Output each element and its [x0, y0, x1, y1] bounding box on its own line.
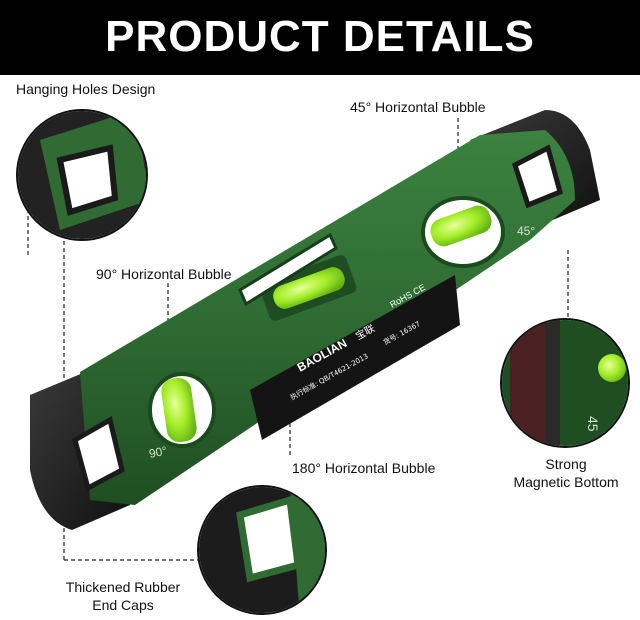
label-magnetic-line1: Strong — [545, 456, 587, 472]
spirit-level — [30, 110, 600, 530]
banner-title: PRODUCT DETAILS — [105, 12, 535, 61]
label-90-bubble: 90° Horizontal Bubble — [96, 266, 232, 282]
zoom-rubber-caps — [197, 485, 327, 615]
angle-90-mark: 90° — [148, 443, 169, 461]
label-magnetic-line2: Magnetic Bottom — [513, 474, 619, 490]
hanging-hole-left — [72, 416, 125, 492]
angle-45-mark: 45° — [517, 224, 535, 238]
label-rubber-caps: Thickened Rubber End Caps — [58, 578, 188, 614]
vial-90 — [161, 377, 197, 443]
title-banner: PRODUCT DETAILS — [0, 0, 640, 75]
label-caps-line1: Thickened Rubber — [65, 579, 181, 595]
label-plate — [250, 275, 460, 440]
label-caps-line2: End Caps — [92, 597, 154, 613]
hanging-hole-right — [511, 144, 563, 209]
label-hanging-holes: Hanging Holes Design — [16, 81, 156, 97]
top-handle-slot — [238, 232, 338, 307]
label-45-bubble: 45° Horizontal Bubble — [350, 99, 486, 115]
vial-180 — [273, 267, 345, 309]
label-magnetic: Strong Magnetic Bottom — [500, 455, 632, 491]
zoom-angle-mark: 45 — [585, 416, 601, 432]
zoom-hanging-holes — [16, 109, 148, 241]
vial-45 — [430, 205, 492, 247]
zoom-magnetic-bottom — [500, 318, 630, 448]
label-180-bubble: 180° Horizontal Bubble — [292, 460, 436, 476]
